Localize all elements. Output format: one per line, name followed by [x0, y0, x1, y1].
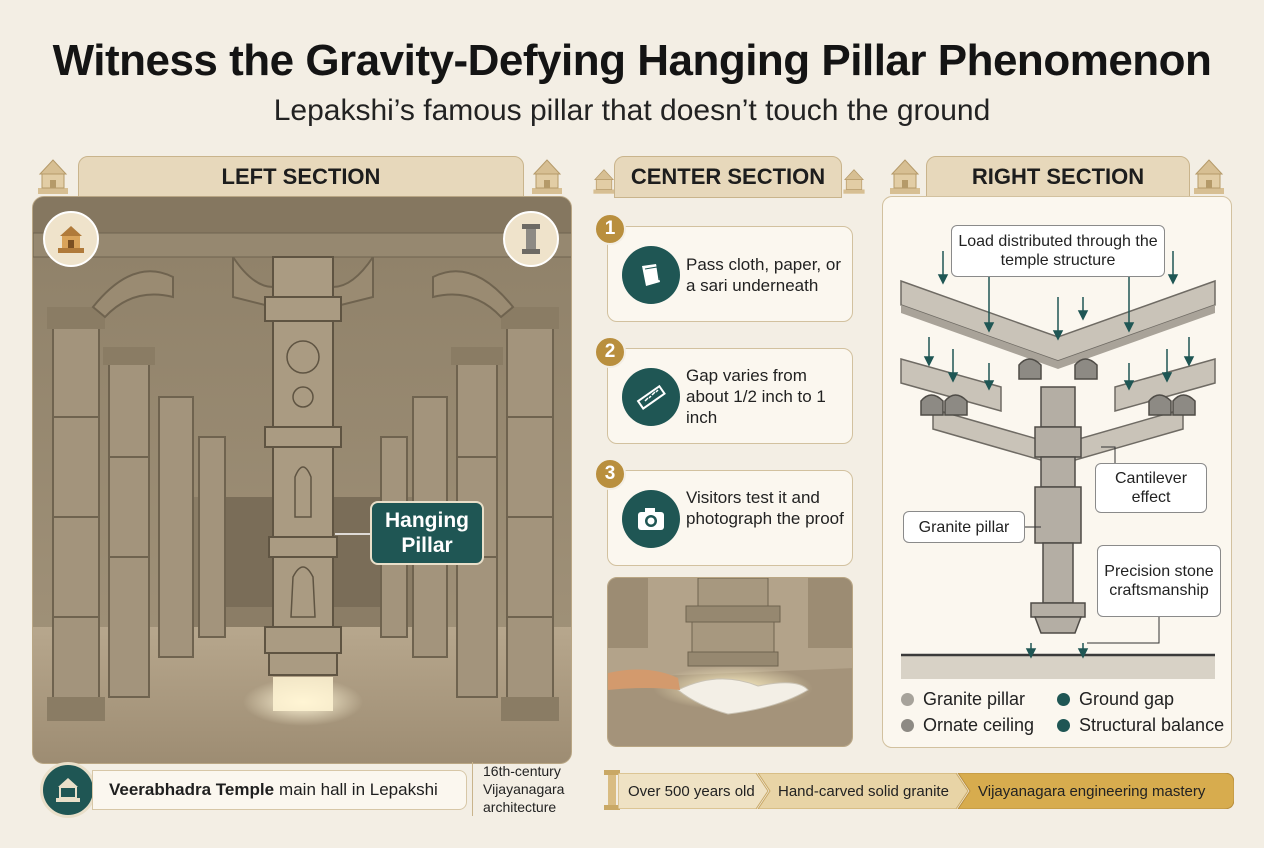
temple-hall-illustration — [33, 197, 571, 763]
ribbon-pillar-icon — [604, 770, 620, 810]
era-note: 16th-century Vijayanagara architecture — [472, 762, 572, 816]
temple-caption-icon — [40, 762, 96, 818]
page-title: Witness the Gravity-Defying Hanging Pill… — [52, 36, 1212, 85]
ribbon-item: Vijayanagara engineering mastery — [978, 782, 1206, 800]
temple-ornament-icon — [890, 159, 920, 194]
legend-item: Granite pillar — [901, 689, 1025, 710]
precision-label: Precision stone craftsmanship — [1097, 545, 1221, 617]
step-card: Visitors test it and photograph the proo… — [607, 470, 853, 566]
right-section-header: RIGHT SECTION — [926, 156, 1190, 198]
structure-diagram-panel: Load distributed through the temple stru… — [882, 196, 1232, 748]
legend-label: Ornate ceiling — [923, 715, 1035, 735]
ribbon-item: Hand-carved solid granite — [778, 782, 949, 800]
caption-temple-name: Veerabhadra Temple — [109, 780, 275, 799]
ribbon-item: Over 500 years old — [628, 782, 755, 800]
temple-caption: Veerabhadra Temple main hall in Lepakshi — [92, 770, 467, 810]
load-label: Load distributed through the temple stru… — [951, 225, 1165, 277]
pillar-icon — [503, 211, 559, 267]
legend-label: Structural balance — [1079, 715, 1225, 735]
temple-icon — [43, 211, 99, 267]
legend-item: Ornate ceiling — [901, 715, 1034, 736]
legend-label: Ground gap — [1079, 689, 1175, 709]
hanging-pillar-callout: Hanging Pillar — [370, 501, 484, 565]
temple-hall-photo — [32, 196, 572, 764]
legend-swatch — [1057, 693, 1070, 706]
temple-ornament-icon — [1194, 159, 1224, 194]
step-number: 2 — [594, 336, 626, 368]
legend-item: Ground gap — [1057, 689, 1174, 710]
legend-swatch — [1057, 719, 1070, 732]
left-section-header: LEFT SECTION — [78, 156, 524, 198]
center-section-header: CENTER SECTION — [614, 156, 842, 198]
step-number: 3 — [594, 458, 626, 490]
page-subtitle: Lepakshi’s famous pillar that doesn’t to… — [273, 94, 991, 127]
temple-ornament-icon — [532, 159, 562, 194]
legend-swatch — [901, 693, 914, 706]
step-text: Gap varies from about 1/2 inch to 1 inch — [686, 366, 826, 427]
cantilever-diagram — [900, 251, 1216, 679]
cantilever-label: Cantilever effect — [1095, 463, 1207, 513]
ribbon-background — [618, 773, 1234, 809]
step-card: Pass cloth, paper, or a sari underneath — [607, 226, 853, 322]
temple-ornament-icon — [843, 169, 865, 194]
step-number: 1 — [594, 213, 626, 245]
step-text: Visitors test it and photograph the proo… — [686, 488, 844, 528]
temple-ornament-icon — [593, 169, 615, 194]
legend-swatch — [901, 719, 914, 732]
step-card: Gap varies from about 1/2 inch to 1 inch — [607, 348, 853, 444]
cloth-test-photo — [607, 577, 853, 747]
legend-item: Structural balance — [1057, 715, 1224, 736]
legend-label: Granite pillar — [923, 689, 1026, 709]
granite-pillar-label: Granite pillar — [903, 511, 1025, 543]
step-text: Pass cloth, paper, or a sari underneath — [686, 255, 841, 295]
cloth-icon — [622, 246, 680, 304]
ruler-icon — [622, 368, 680, 426]
camera-icon — [622, 490, 680, 548]
temple-ornament-icon — [38, 159, 68, 194]
caption-location: main hall in Lepakshi — [279, 780, 438, 799]
